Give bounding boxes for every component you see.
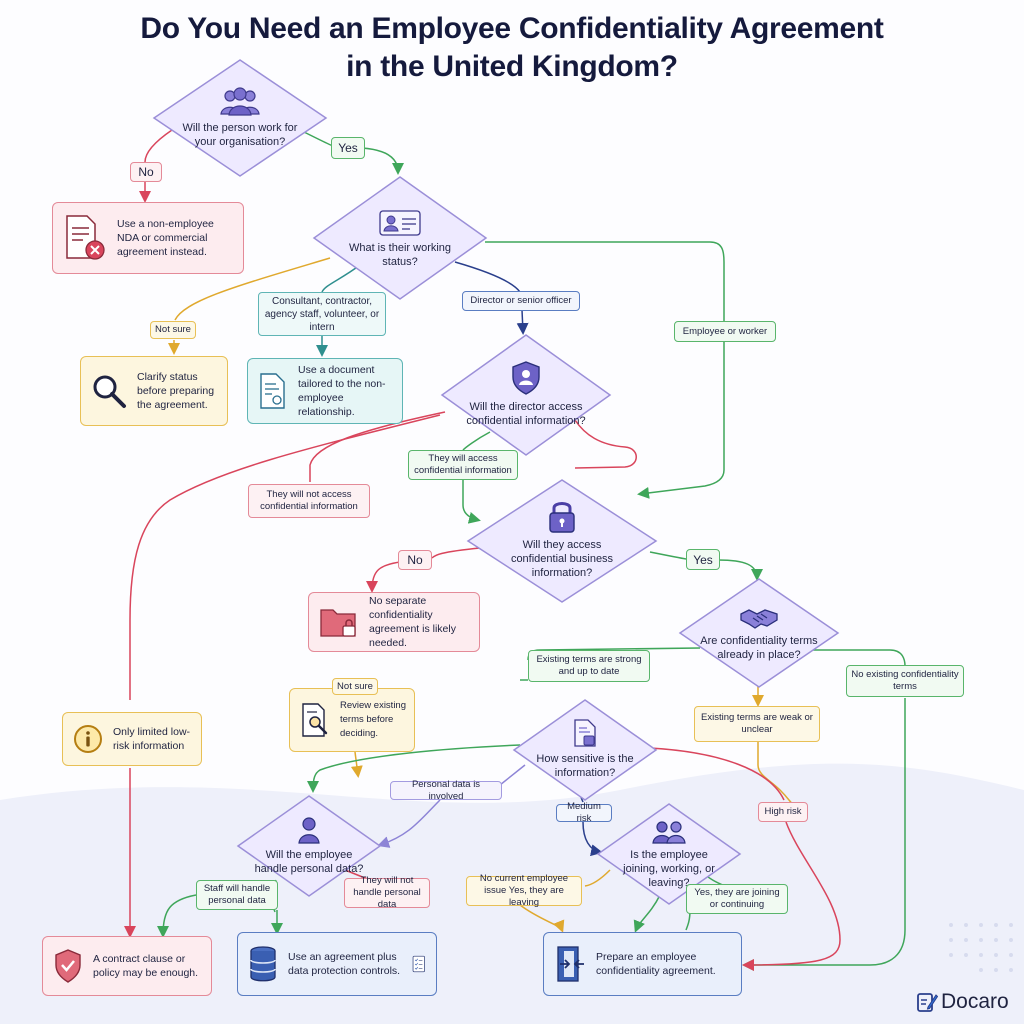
title-line-2: in the United Kingdom? bbox=[346, 50, 678, 83]
decorative-dots bbox=[949, 923, 1013, 972]
decision-2-text: What is their working status? bbox=[348, 242, 452, 268]
document-x-icon bbox=[66, 215, 105, 260]
decision-8: Is the employee joining, working, or lea… bbox=[606, 812, 732, 898]
outcome-data-protection: Use an agreement plus data protection co… bbox=[237, 932, 437, 996]
padlock-icon bbox=[549, 502, 575, 533]
outcome-no-separate-text: No separate confidentiality agreement is… bbox=[369, 595, 456, 649]
decision-3: Will the director access confidential in… bbox=[462, 344, 590, 444]
decision-6: How sensitive is the information? bbox=[526, 706, 644, 792]
decision-diamond-4 bbox=[466, 479, 658, 603]
decision-5: Are confidentiality terms already in pla… bbox=[694, 588, 824, 680]
label-high-risk: High risk bbox=[758, 802, 808, 822]
decision-1: Will the person work for your organisati… bbox=[172, 66, 308, 170]
decision-diamond-1 bbox=[152, 59, 328, 177]
document-stamp-icon bbox=[260, 373, 285, 409]
decision-diamond-2 bbox=[312, 176, 488, 300]
title-line-1: Do You Need an Employee Confidentiality … bbox=[140, 12, 884, 45]
label-employee: Employee or worker bbox=[674, 321, 776, 342]
handshake-icon bbox=[740, 609, 778, 629]
outcome-prepare-text: Prepare an employee confidentiality agre… bbox=[596, 951, 716, 977]
two-people-icon bbox=[652, 821, 686, 844]
decision-diamond-6 bbox=[512, 699, 658, 801]
outcome-clause-text: A contract clause or policy may be enoug… bbox=[93, 953, 199, 979]
outcome-clause: A contract clause or policy may be enoug… bbox=[42, 936, 212, 996]
label-terms-strong: Existing terms are strong and up to date bbox=[528, 650, 650, 682]
label-terms-weak: Existing terms are weak or unclear bbox=[694, 706, 820, 742]
decision-5-text: Are confidentiality terms already in pla… bbox=[700, 635, 818, 661]
label-personal-data: Personal data is involved bbox=[390, 779, 502, 802]
label-staff-handle: Staff will handle personal data bbox=[196, 880, 278, 910]
label-no-2: No bbox=[398, 550, 432, 570]
label-will-not-access: They will not access confidential inform… bbox=[248, 484, 370, 518]
page-title: Do You Need an Employee Confidentiality … bbox=[0, 10, 1024, 86]
user-icon bbox=[298, 817, 320, 844]
label-medium-risk: Medium risk bbox=[556, 801, 612, 824]
decision-diamond-7 bbox=[236, 795, 382, 897]
decision-8-text: Is the employee joining, working, or lea… bbox=[623, 849, 715, 889]
shield-check-icon bbox=[55, 949, 81, 983]
outcome-no-separate: No separate confidentiality agreement is… bbox=[308, 592, 480, 652]
shield-user-icon bbox=[512, 361, 540, 395]
outcome-data-protection-text: Use an agreement plus data protection co… bbox=[288, 951, 401, 977]
outcome-tailored: Use a document tailored to the non-emplo… bbox=[247, 358, 403, 424]
outcome-limited-text: Only limited low-risk information bbox=[113, 726, 191, 752]
label-no-existing-terms: No existing confidentiality terms bbox=[846, 665, 964, 697]
outcome-prepare: Prepare an employee confidentiality agre… bbox=[543, 932, 742, 996]
decision-diamond-5 bbox=[678, 578, 840, 688]
decision-2: What is their working status? bbox=[334, 188, 466, 290]
outcome-review: Review existing terms before deciding. bbox=[289, 688, 415, 752]
info-icon bbox=[74, 725, 102, 753]
decision-diamond-8 bbox=[596, 803, 742, 905]
outcome-nda-text: Use a non-employee NDA or commercial agr… bbox=[117, 218, 214, 258]
decision-4-text: Will they access confidential business i… bbox=[510, 539, 614, 579]
label-consultant: Consultant, contractor, agency staff, vo… bbox=[258, 292, 386, 336]
label-yes-1: Yes bbox=[331, 137, 365, 159]
document-search-icon bbox=[302, 703, 328, 737]
decision-7-text: Will the employee handle personal data? bbox=[254, 849, 364, 875]
brand-name: Docaro bbox=[941, 990, 1009, 1013]
label-no-1: No bbox=[130, 162, 162, 182]
label-yes-2: Yes bbox=[686, 549, 720, 570]
docaro-logo-icon bbox=[917, 993, 938, 1012]
outcome-nda: Use a non-employee NDA or commercial agr… bbox=[52, 202, 244, 274]
outcome-review-text: Review existing terms before deciding. bbox=[340, 700, 406, 739]
brand-logo: Docaro bbox=[916, 990, 1009, 1014]
label-director: Director or senior officer bbox=[462, 291, 580, 311]
locked-folder-icon bbox=[320, 609, 356, 637]
label-joining: Yes, they are joining or continuing bbox=[686, 884, 788, 914]
label-not-handle: They will not handle personal data bbox=[344, 875, 430, 910]
door-enter-icon bbox=[557, 946, 584, 982]
outcome-limited: Only limited low-risk information bbox=[62, 712, 202, 766]
database-icon bbox=[250, 946, 276, 982]
decision-diamond-3 bbox=[440, 334, 612, 456]
decision-3-text: Will the director access confidential in… bbox=[466, 401, 586, 427]
id-card-icon bbox=[379, 210, 421, 236]
decision-7: Will the employee handle personal data? bbox=[244, 802, 374, 890]
label-no-current-issue: No current employee issue Yes, they are … bbox=[466, 873, 582, 908]
people-group-icon bbox=[220, 87, 260, 116]
outcome-tailored-text: Use a document tailored to the non-emplo… bbox=[298, 364, 386, 418]
checklist-icon bbox=[413, 955, 426, 973]
label-will-access: They will access confidential informatio… bbox=[408, 450, 518, 480]
decision-6-text: How sensitive is the information? bbox=[536, 753, 634, 779]
outcome-clarify-text: Clarify status before preparing the agre… bbox=[137, 371, 215, 411]
magnifier-icon bbox=[93, 375, 126, 408]
label-not-sure-1: Not sure bbox=[150, 321, 196, 339]
decision-1-text: Will the person work for your organisati… bbox=[182, 122, 298, 148]
decision-4: Will they access confidential business i… bbox=[490, 484, 634, 594]
label-not-sure-2: Not sure bbox=[332, 678, 378, 695]
outcome-clarify: Clarify status before preparing the agre… bbox=[80, 356, 228, 426]
document-lock-icon bbox=[574, 719, 596, 747]
